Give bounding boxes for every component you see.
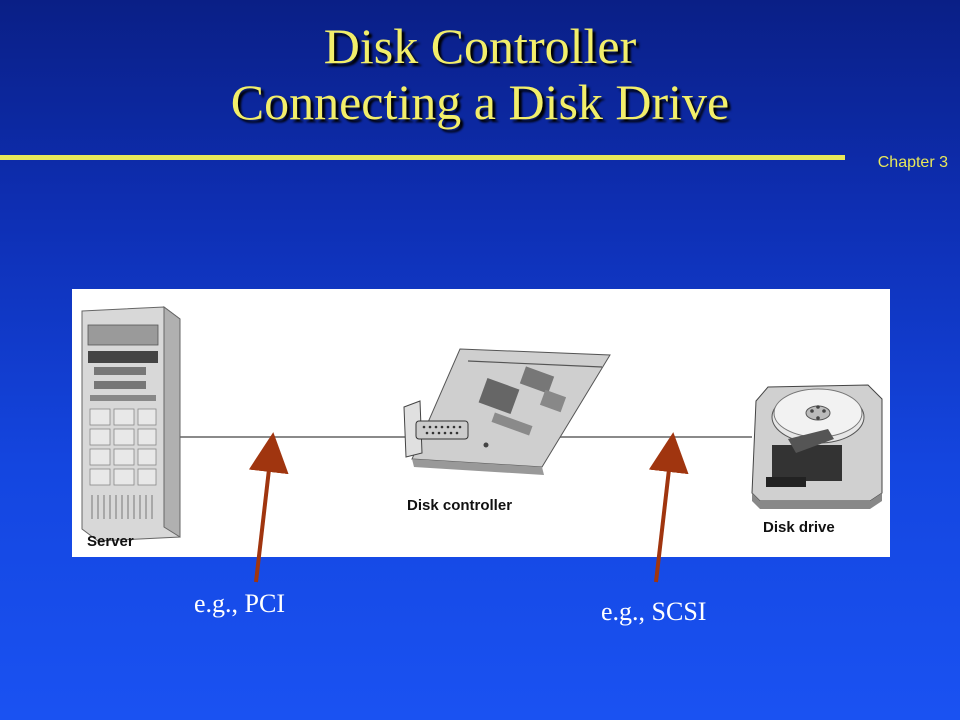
title-line-1: Disk Controller xyxy=(323,18,637,74)
pci-arrow xyxy=(248,432,289,583)
scsi-bus-label: e.g., SCSI xyxy=(601,597,707,626)
scsi-arrow xyxy=(648,432,689,583)
diagram-panel: Server Disk controller Disk drive xyxy=(72,289,890,557)
title-underline xyxy=(0,155,845,160)
diagram-graphics xyxy=(81,306,883,542)
disk-controller-card-icon xyxy=(403,348,611,475)
server-tower-icon xyxy=(81,306,181,542)
server-label: Server xyxy=(87,533,134,550)
disk-drive-icon xyxy=(751,384,883,509)
disk-controller-label: Disk controller xyxy=(407,497,513,514)
pci-bus-label: e.g., PCI xyxy=(194,589,285,618)
slide-title: Disk Controller Connecting a Disk Drive xyxy=(0,18,960,130)
title-line-2: Connecting a Disk Drive xyxy=(230,74,730,130)
chapter-label: Chapter 3 xyxy=(877,154,948,171)
disk-drive-label: Disk drive xyxy=(763,519,835,536)
